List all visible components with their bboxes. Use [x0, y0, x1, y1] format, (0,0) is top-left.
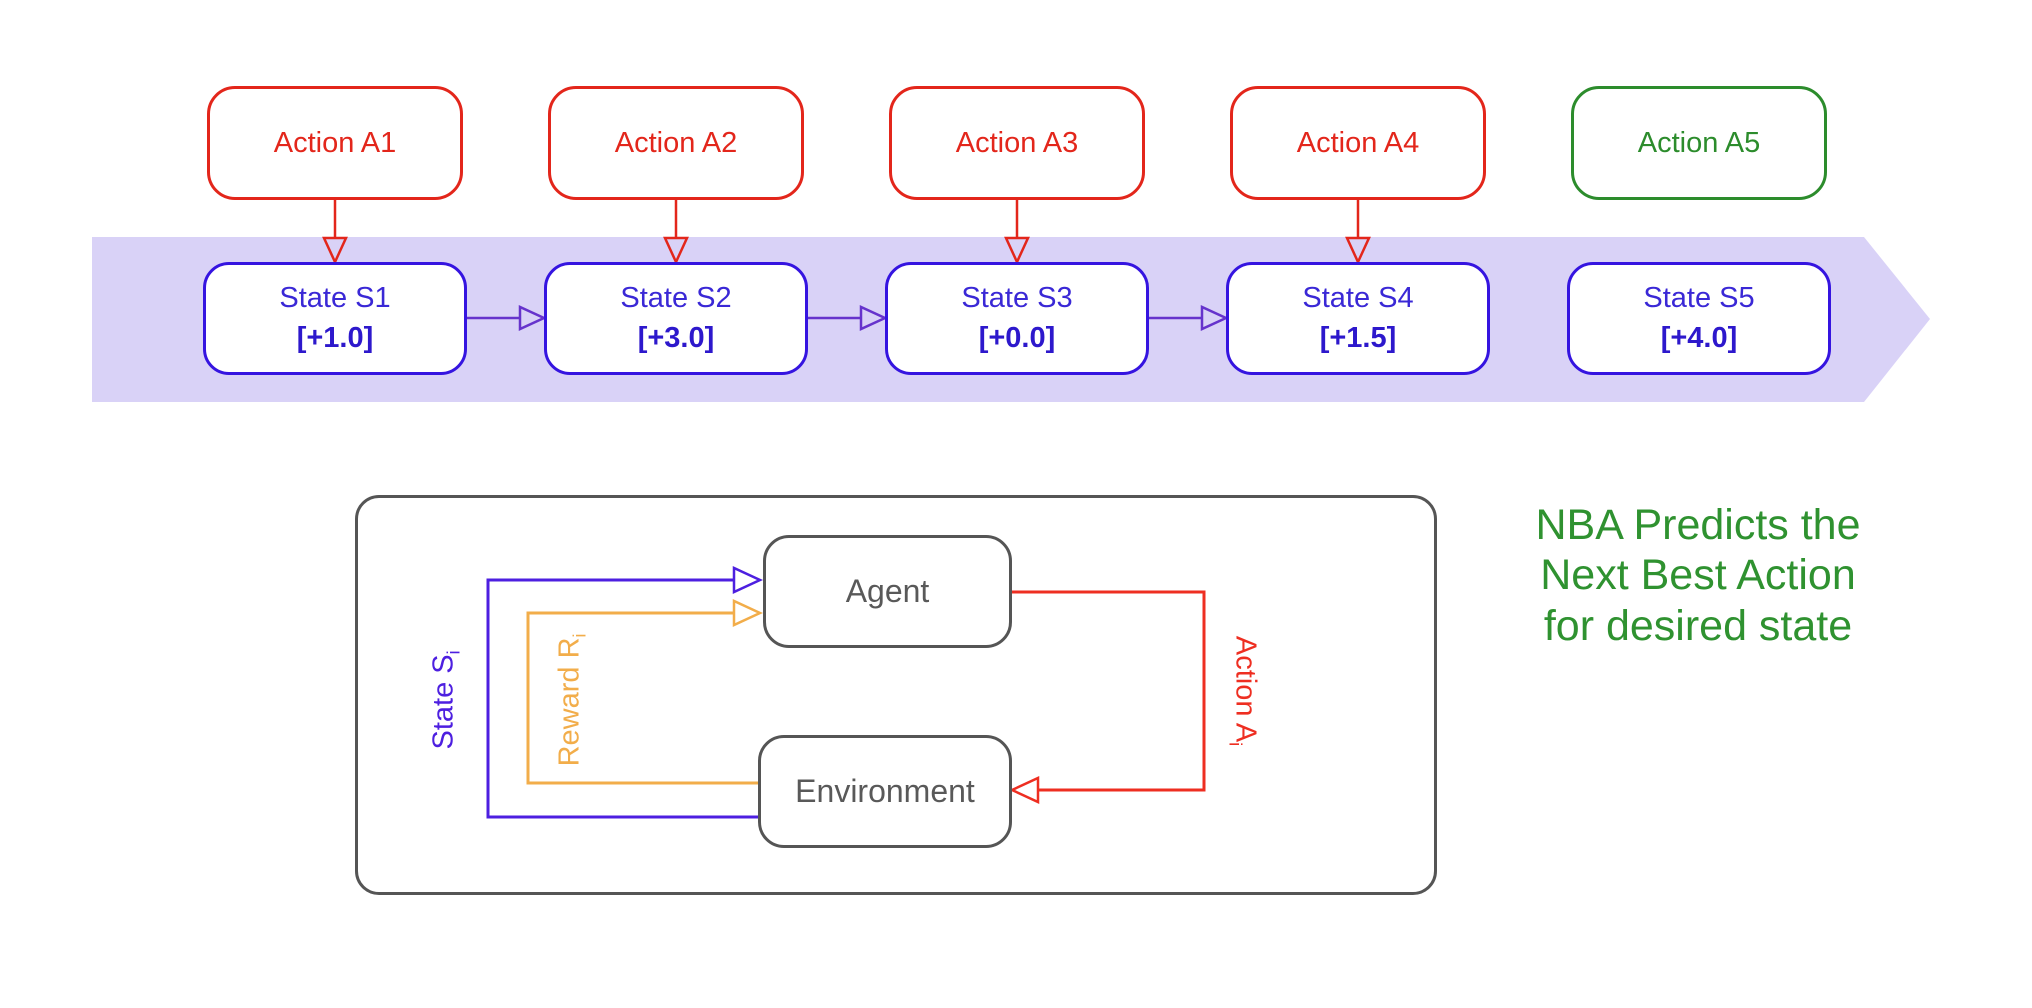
- state-s2-box: State S2 [+3.0]: [544, 262, 808, 375]
- state-s1-label: State S1: [279, 282, 391, 315]
- state-s1-value: [+1.0]: [296, 321, 374, 354]
- state-s4-label: State S4: [1302, 282, 1414, 315]
- state-s3-label: State S3: [961, 282, 1073, 315]
- nba-caption-line-3: for desired state: [1543, 601, 1853, 650]
- state-s5-value: [+4.0]: [1660, 321, 1738, 354]
- agent-box: Agent: [763, 535, 1012, 648]
- action-feedback-path: [1009, 590, 1206, 804]
- action-a5-label: Action A5: [1637, 126, 1761, 159]
- reward-signal-label: Reward Ri: [554, 634, 591, 767]
- action-a2-box: Action A2: [548, 86, 804, 200]
- action-a5-box: Action A5: [1571, 86, 1827, 200]
- state-s3-box: State S3 [+0.0]: [885, 262, 1149, 375]
- nba-caption-line-2: Next Best Action: [1540, 551, 1856, 600]
- agent-label: Agent: [845, 573, 930, 609]
- nba-caption: NBA Predicts the Next Best Action for de…: [1515, 500, 1881, 651]
- state-s2-value: [+3.0]: [637, 321, 715, 354]
- environment-label: Environment: [795, 773, 975, 809]
- state-s5-box: State S5 [+4.0]: [1567, 262, 1831, 375]
- action-a4-label: Action A4: [1296, 126, 1420, 159]
- rl-loop-frame: [355, 495, 1437, 895]
- state-s3-value: [+0.0]: [978, 321, 1056, 354]
- action-signal-sub: i: [1225, 742, 1246, 747]
- action-a3-label: Action A3: [955, 126, 1079, 159]
- reward-signal-text: Reward R: [553, 637, 586, 767]
- action-a1-label: Action A1: [273, 126, 397, 159]
- action-a2-label: Action A2: [614, 126, 738, 159]
- state-signal-label: State Si: [428, 651, 465, 750]
- nba-caption-line-1: NBA Predicts the: [1535, 501, 1861, 549]
- state-feedback-path: [486, 566, 763, 819]
- environment-box: Environment: [758, 735, 1012, 848]
- state-s2-label: State S2: [620, 282, 732, 315]
- state-signal-text: State S: [427, 654, 460, 750]
- state-s4-value: [+1.5]: [1319, 321, 1397, 354]
- reward-feedback-path: [526, 599, 763, 785]
- action-signal-label: Action Ai: [1225, 636, 1262, 746]
- action-to-state-arrows: [322, 200, 1371, 266]
- state-s4-box: State S4 [+1.5]: [1226, 262, 1490, 375]
- state-s5-label: State S5: [1643, 282, 1755, 315]
- action-signal-text: Action A: [1229, 635, 1262, 743]
- state-s1-box: State S1 [+1.0]: [203, 262, 467, 375]
- action-a1-box: Action A1: [207, 86, 463, 200]
- action-a4-box: Action A4: [1230, 86, 1486, 200]
- action-a3-box: Action A3: [889, 86, 1145, 200]
- reward-signal-sub: i: [569, 633, 590, 638]
- state-transition-arrows: [467, 305, 1230, 331]
- state-signal-sub: i: [443, 650, 464, 655]
